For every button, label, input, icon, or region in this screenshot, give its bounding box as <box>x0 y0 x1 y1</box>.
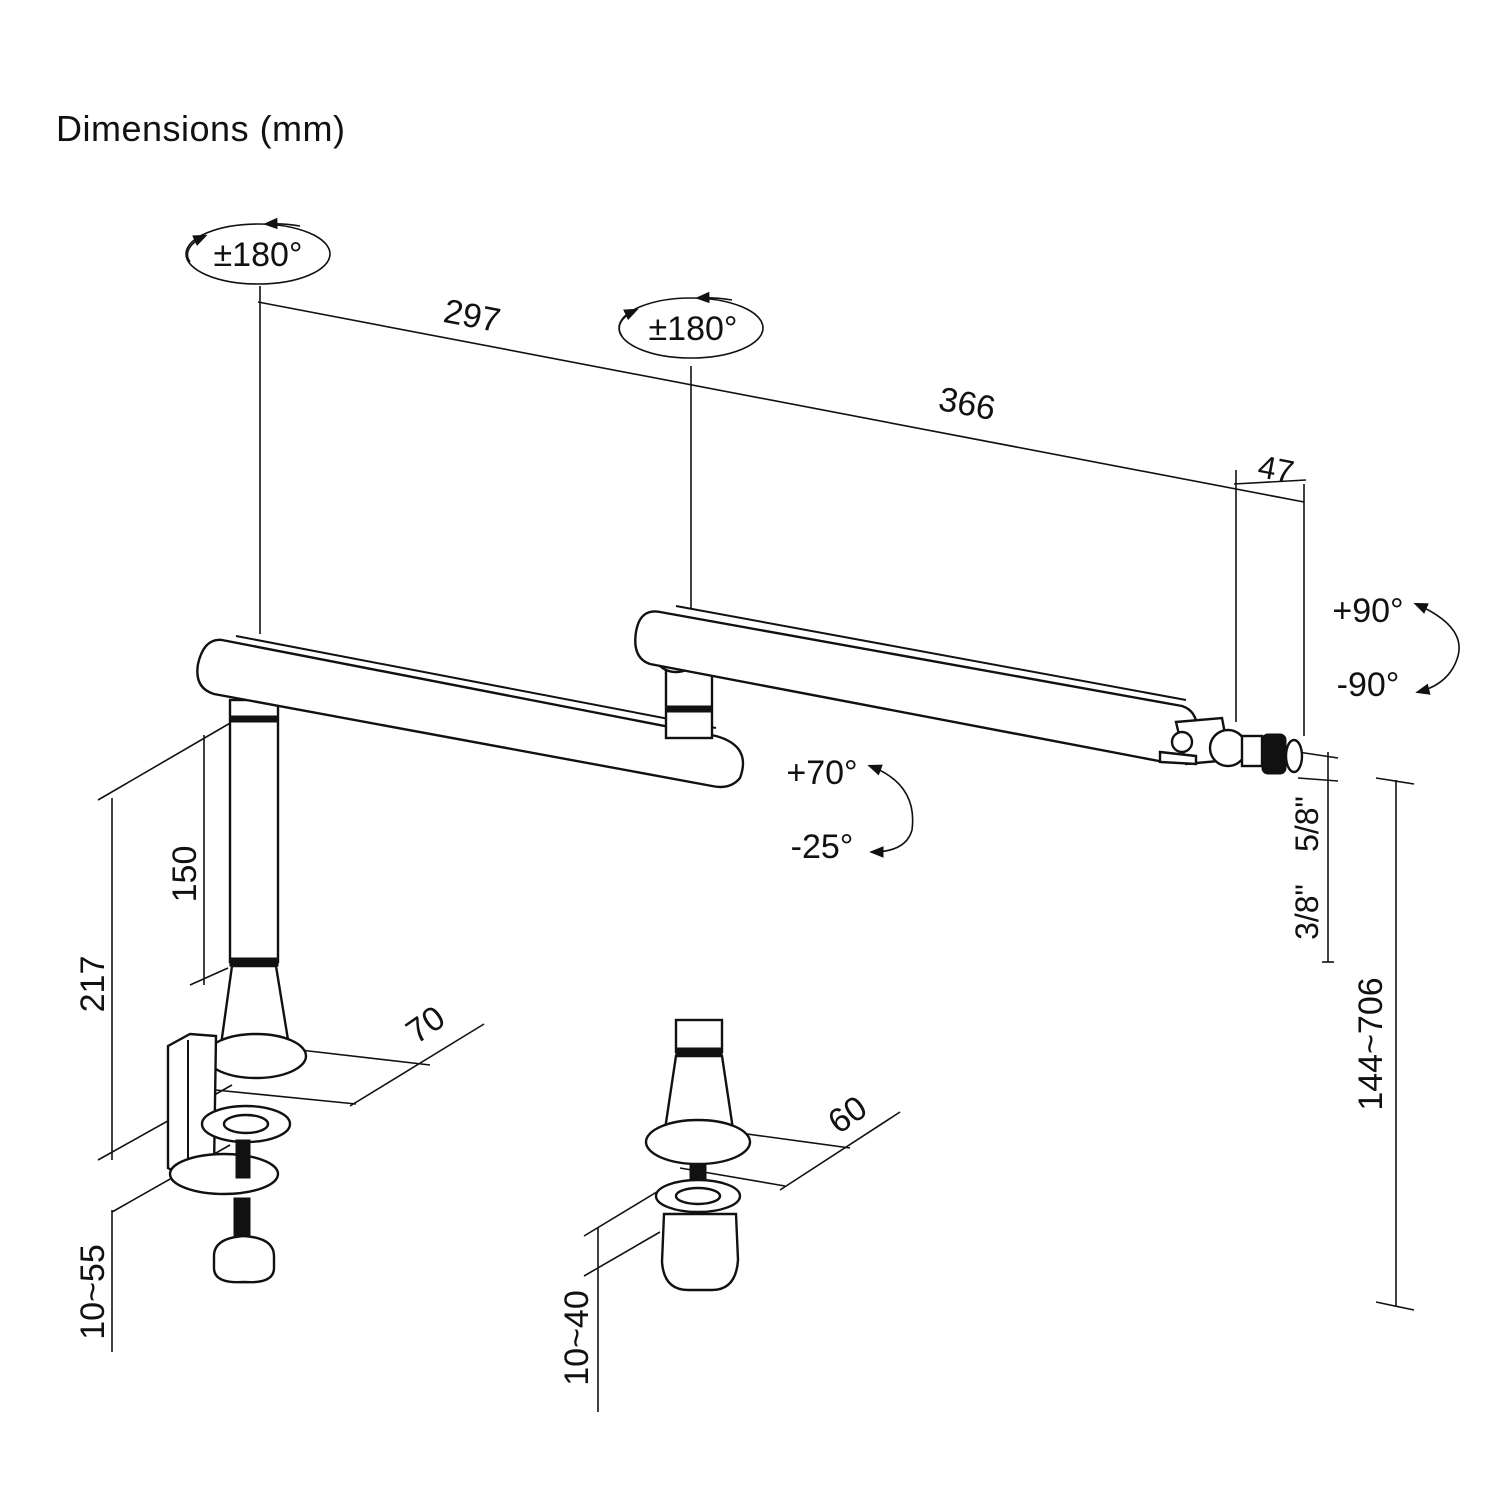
thread-large-label: 5/8" <box>1289 796 1325 852</box>
dimension-lines <box>97 286 1415 1412</box>
height-range-label: 144~706 <box>1352 977 1390 1110</box>
elbow-swivel-label: ±180° <box>649 310 738 348</box>
lower-arm-length-label: 297 <box>441 292 504 340</box>
pole-assembly <box>166 698 308 1284</box>
mic-adapter <box>1158 716 1304 775</box>
thread-small-label: 3/8" <box>1289 884 1325 940</box>
diagram-title: Dimensions (mm) <box>56 108 346 149</box>
head-tilt-down-label: -90° <box>1337 666 1400 704</box>
grommet-assembly <box>644 1018 752 1292</box>
arm-tilt-arc <box>867 764 914 858</box>
rotation-indicators <box>185 217 1460 858</box>
head-tilt-up-label: +90° <box>1332 592 1403 630</box>
clamp-width-label: 70 <box>399 999 452 1052</box>
clamp-range-label: 10~55 <box>74 1244 112 1340</box>
arm-tilt-down-label: -25° <box>791 828 854 866</box>
arm-tilt-up-label: +70° <box>786 754 857 792</box>
base-swivel-ellipse <box>185 223 331 285</box>
head-tilt-arc <box>1413 602 1460 695</box>
labels: ±180° ±180° 297 366 47 +70° -25° +90° -9… <box>74 236 1404 1386</box>
base-swivel-label: ±180° <box>214 236 303 274</box>
upper-arm-length-label: 366 <box>936 380 999 428</box>
base-height-label: 217 <box>74 956 112 1013</box>
grommet-range-label: 10~40 <box>558 1290 596 1386</box>
head-offset-label: 47 <box>1255 448 1297 490</box>
lower-arm <box>196 635 745 789</box>
pole-height-label: 150 <box>166 846 204 903</box>
